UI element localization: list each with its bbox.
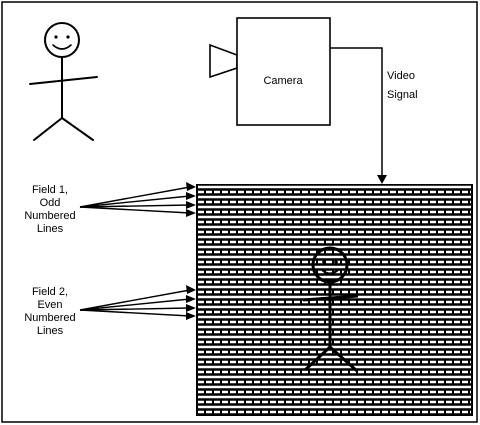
camera-label: Camera xyxy=(263,75,303,87)
field-2-line3: Numbered xyxy=(24,312,75,324)
field-1-label: Field 1, Odd Numbered Lines xyxy=(24,184,75,235)
field-2-line1: Field 2, xyxy=(32,286,68,298)
field-1-arrows xyxy=(80,182,196,217)
field-1-line4: Lines xyxy=(37,223,64,235)
video-signal-line xyxy=(330,48,382,176)
video-camera-icon xyxy=(210,18,330,125)
field-2-line2: Even xyxy=(37,299,62,311)
video-signal-arrowhead xyxy=(377,175,387,184)
camera-lens xyxy=(210,45,237,77)
field-1-line3: Numbered xyxy=(24,210,75,222)
field-1-line2: Odd xyxy=(40,197,61,209)
field-1-line1: Field 1, xyxy=(32,184,68,196)
field-2-arrows xyxy=(80,285,196,320)
field-2-line4: Lines xyxy=(37,325,64,337)
video-signal-label-line2: Signal xyxy=(387,89,418,101)
field-2-label: Field 2, Even Numbered Lines xyxy=(24,286,75,337)
subject-stick-figure-icon xyxy=(30,23,97,140)
video-signal-label-line1: Video xyxy=(387,70,415,82)
camera-body xyxy=(237,18,330,125)
